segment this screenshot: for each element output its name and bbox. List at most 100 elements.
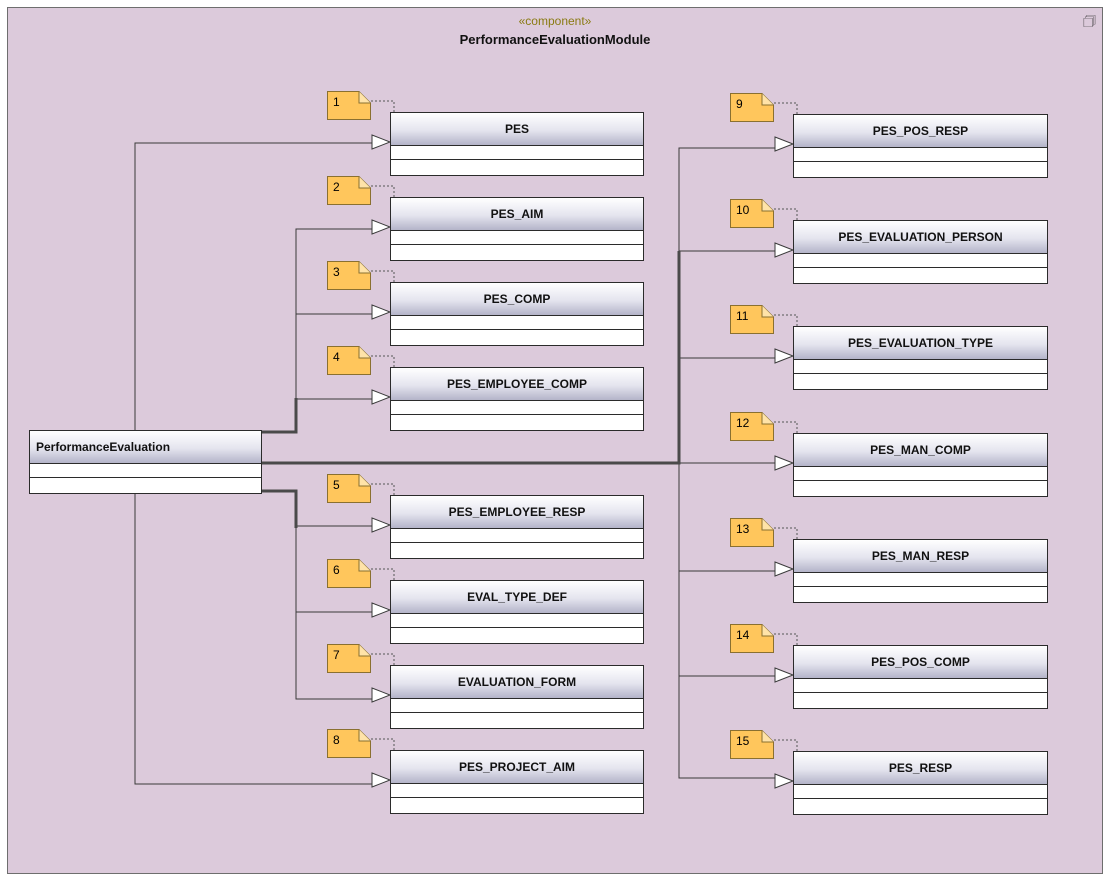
note-number: 11 [736,309,749,323]
note-link-13 [774,527,798,539]
class-operations [391,330,643,344]
class-attributes [391,316,643,330]
class-name: PES_EVALUATION_TYPE [794,327,1047,360]
note-number: 7 [333,648,340,662]
note-link-10 [774,208,798,220]
class-pes-aim[interactable]: PES_AIM [390,197,644,261]
generalization-arrowhead [371,687,392,703]
class-pes-pos-resp[interactable]: PES_POS_RESP [793,114,1048,178]
note-link-8 [371,738,395,750]
note-2[interactable]: 2 [327,176,371,205]
class-operations [794,587,1047,601]
connector-pes-man-resp [678,462,775,779]
class-performance-evaluation[interactable]: PerformanceEvaluation [29,430,262,494]
class-pes-evaluation-person[interactable]: PES_EVALUATION_PERSON [793,220,1048,284]
class-attributes [391,529,643,543]
class-name: PES_RESP [794,752,1047,785]
class-pes[interactable]: PES [390,112,644,176]
note-3[interactable]: 3 [327,261,371,290]
class-pes-man-comp[interactable]: PES_MAN_COMP [793,433,1048,497]
note-8[interactable]: 8 [327,729,371,758]
class-operations [391,543,643,557]
note-11[interactable]: 11 [730,305,774,334]
class-name: EVAL_TYPE_DEF [391,581,643,614]
class-name: PES_POS_RESP [794,115,1047,148]
note-number: 10 [736,203,750,217]
connector-pes-employee-resp [295,493,372,700]
bold-connector-lower [262,489,298,528]
class-attributes [794,254,1047,268]
note-number: 9 [736,97,743,111]
note-link-2 [371,185,395,197]
class-attributes [794,679,1047,693]
note-link-6 [371,568,395,580]
note-link-3 [371,270,395,282]
note-link-5 [371,483,395,495]
note-number: 2 [333,180,340,194]
note-6[interactable]: 6 [327,559,371,588]
class-attributes [794,785,1047,799]
generalization-arrowhead [774,242,795,258]
class-pes-employee-comp[interactable]: PES_EMPLOYEE_COMP [390,367,644,431]
class-pes-resp[interactable]: PES_RESP [793,751,1048,815]
class-name: PES [391,113,643,146]
connector-pes-project-aim [134,494,372,785]
note-9[interactable]: 9 [730,93,774,122]
class-pes-employee-resp[interactable]: PES_EMPLOYEE_RESP [390,495,644,559]
class-name: EVALUATION_FORM [391,666,643,699]
class-operations [794,162,1047,176]
note-12[interactable]: 12 [730,412,774,441]
note-15[interactable]: 15 [730,730,774,759]
note-14[interactable]: 14 [730,624,774,653]
class-eval-type-def[interactable]: EVAL_TYPE_DEF [390,580,644,644]
connector-pes-aim [295,228,372,432]
note-number: 15 [736,734,750,748]
generalization-arrowhead [774,455,795,471]
note-link-1 [371,100,395,112]
generalization-arrowhead [774,773,795,789]
note-number: 6 [333,563,340,577]
class-operations [391,798,643,812]
generalization-arrowhead [774,136,795,152]
class-pes-project-aim[interactable]: PES_PROJECT_AIM [390,750,644,814]
class-pes-comp[interactable]: PES_COMP [390,282,644,346]
class-operations [794,268,1047,282]
note-4[interactable]: 4 [327,346,371,375]
class-operations [794,481,1047,495]
note-13[interactable]: 13 [730,518,774,547]
class-name: PES_AIM [391,198,643,231]
note-number: 3 [333,265,340,279]
note-10[interactable]: 10 [730,199,774,228]
class-pes-evaluation-type[interactable]: PES_EVALUATION_TYPE [793,326,1048,390]
note-1[interactable]: 1 [327,91,371,120]
class-operations [30,478,261,492]
class-operations [794,374,1047,388]
generalization-arrowhead [371,602,392,618]
note-5[interactable]: 5 [327,474,371,503]
class-name: PES_POS_COMP [794,646,1047,679]
note-7[interactable]: 7 [327,644,371,673]
bold-connector-middle [262,251,681,465]
class-pes-pos-comp[interactable]: PES_POS_COMP [793,645,1048,709]
class-pes-man-resp[interactable]: PES_MAN_RESP [793,539,1048,603]
note-link-11 [774,314,798,326]
note-number: 4 [333,350,340,364]
class-attributes [30,464,261,478]
class-name: PES_PROJECT_AIM [391,751,643,784]
class-attributes [794,573,1047,587]
class-operations [794,693,1047,707]
note-number: 14 [736,628,750,642]
class-attributes [794,148,1047,162]
class-name: PES_EMPLOYEE_COMP [391,368,643,401]
class-attributes [391,146,643,160]
class-name: PES_MAN_RESP [794,540,1047,573]
class-evaluation-form[interactable]: EVALUATION_FORM [390,665,644,729]
class-operations [391,713,643,727]
generalization-arrowhead [774,561,795,577]
generalization-arrowhead [371,219,392,235]
note-link-15 [774,739,798,751]
class-attributes [391,231,643,245]
note-number: 8 [333,733,340,747]
note-link-4 [371,355,395,367]
